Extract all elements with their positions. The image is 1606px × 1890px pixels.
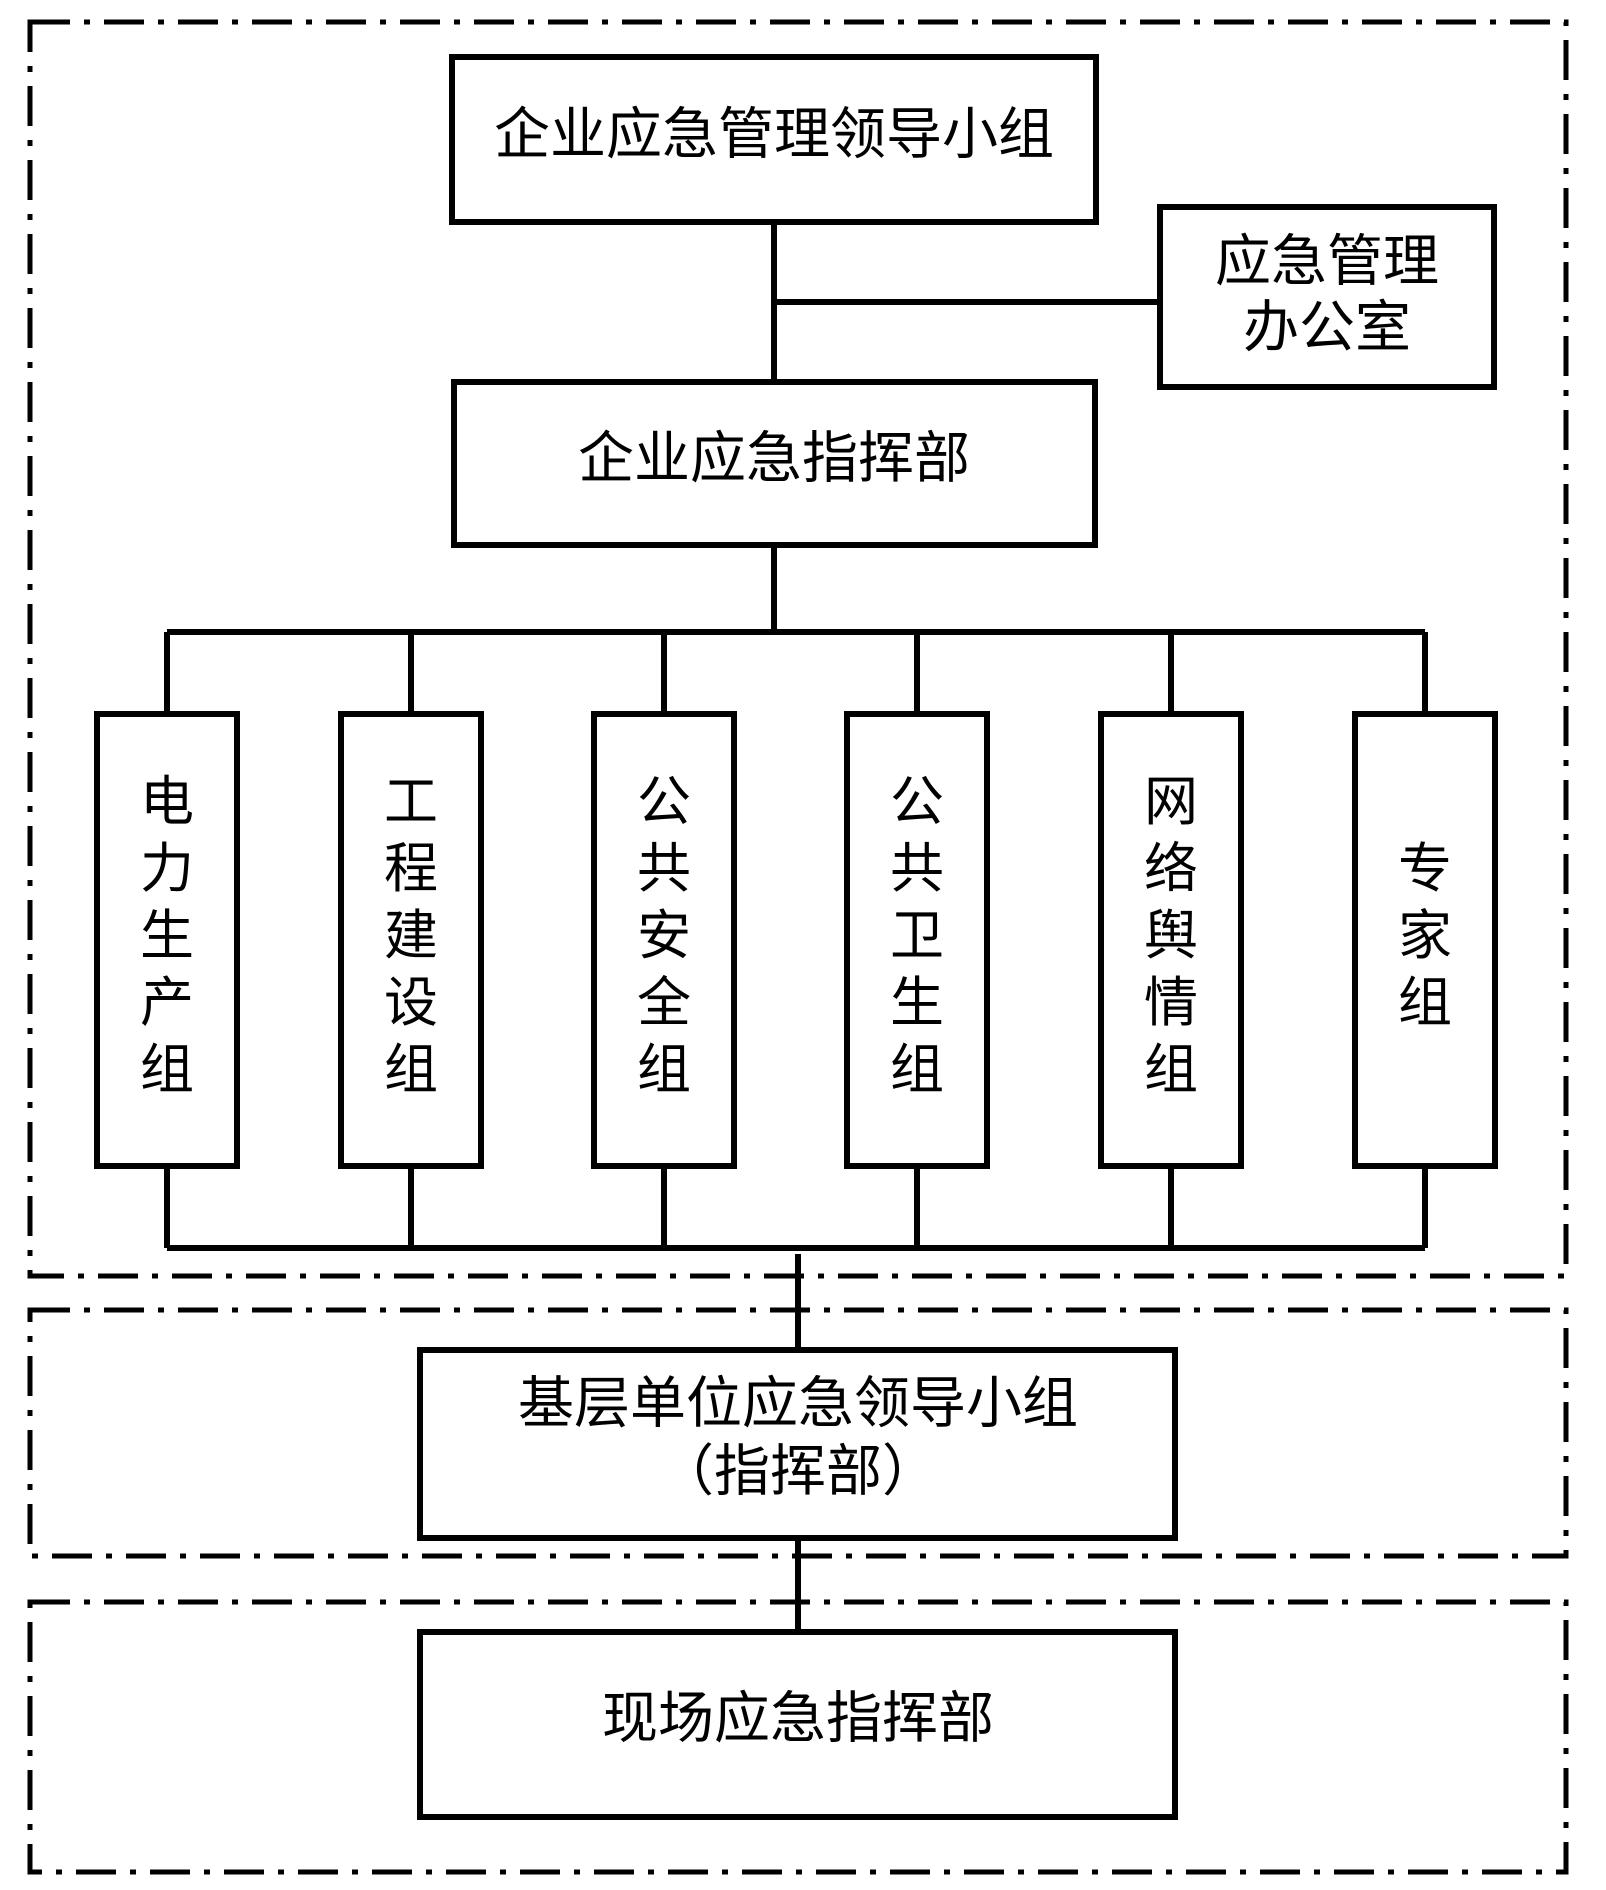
group-label-char: 力	[140, 837, 194, 900]
group-label-char: 共	[890, 837, 944, 900]
group-box-experts	[1352, 711, 1498, 1169]
group-label-char: 组	[384, 1038, 438, 1101]
group-label-char: 工	[384, 770, 438, 833]
group-label-char: 生	[890, 971, 944, 1034]
group-label-char: 共	[637, 837, 691, 900]
headquarters-box	[451, 379, 1098, 548]
group-box-engineering	[338, 711, 484, 1169]
group-label-public-safety: 公共安全组	[637, 770, 691, 1101]
group-label-char: 络	[1144, 837, 1198, 900]
office-box	[1157, 204, 1497, 390]
group-label-char: 卫	[890, 904, 944, 967]
group-label-char: 网	[1144, 770, 1198, 833]
headquarters-label: 企业应急指挥部	[578, 427, 970, 492]
leadership-group-box	[449, 54, 1099, 225]
group-label-public-opinion: 网络舆情组	[1144, 770, 1198, 1101]
grassroots-label-line-2: （指挥部）	[658, 1440, 938, 1505]
group-box-public-health	[844, 711, 990, 1169]
group-label-char: 情	[1144, 971, 1198, 1034]
group-label-char: 全	[637, 971, 691, 1034]
office-label-line-2: 办公室	[1243, 296, 1411, 361]
group-box-power	[94, 711, 240, 1169]
group-label-char: 组	[1144, 1038, 1198, 1101]
group-label-public-health: 公共卫生组	[890, 770, 944, 1101]
group-label-char: 设	[384, 971, 438, 1034]
group-label-char: 家	[1398, 904, 1452, 967]
group-label-char: 组	[637, 1038, 691, 1101]
group-label-char: 电	[140, 770, 194, 833]
group-box-public-safety	[591, 711, 737, 1169]
group-label-char: 公	[637, 770, 691, 833]
group-box-public-opinion	[1098, 711, 1244, 1169]
group-label-char: 生	[140, 904, 194, 967]
office-label-line-1: 应急管理	[1215, 230, 1439, 295]
group-label-experts: 专家组	[1398, 837, 1452, 1034]
group-label-char: 专	[1398, 837, 1452, 900]
group-label-char: 组	[890, 1038, 944, 1101]
group-label-char: 程	[384, 837, 438, 900]
group-label-char: 建	[384, 904, 438, 967]
group-label-power: 电力生产组	[140, 770, 194, 1101]
onsite-box	[417, 1629, 1178, 1820]
onsite-label: 现场应急指挥部	[602, 1687, 994, 1752]
group-label-engineering: 工程建设组	[384, 770, 438, 1101]
grassroots-label-line-1: 基层单位应急领导小组	[518, 1372, 1078, 1437]
group-label-char: 产	[140, 971, 194, 1034]
group-label-char: 组	[140, 1038, 194, 1101]
group-label-char: 舆	[1144, 904, 1198, 967]
grassroots-box	[417, 1347, 1178, 1541]
group-label-char: 组	[1398, 971, 1452, 1034]
group-label-char: 公	[890, 770, 944, 833]
leadership-group-label: 企业应急管理领导小组	[494, 103, 1054, 168]
group-label-char: 安	[637, 904, 691, 967]
